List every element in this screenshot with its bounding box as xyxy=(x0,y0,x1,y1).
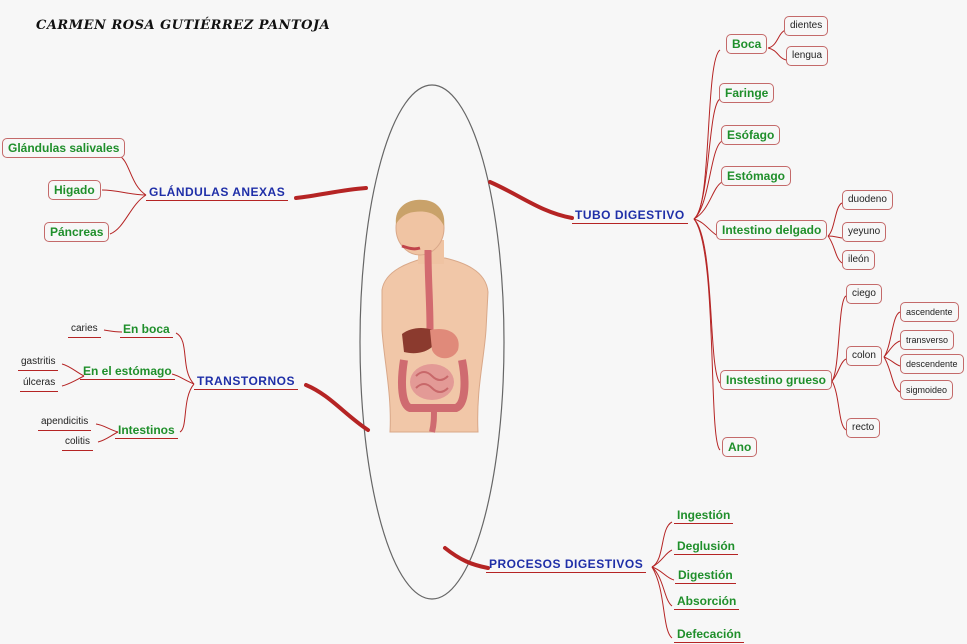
node-deglusion: Deglusión xyxy=(674,538,739,555)
node-sigmoideo: sigmoideo xyxy=(900,380,954,400)
node-esofago: Esófago xyxy=(721,125,781,145)
node-ulceras: úlceras xyxy=(20,375,59,392)
human-digestive-system-icon xyxy=(381,199,489,433)
node-yeyuno: yeyuno xyxy=(842,222,887,242)
node-dientes: dientes xyxy=(784,16,829,36)
node-estomago: Estómago xyxy=(721,166,792,186)
node-en-el-estomago: En el estómago xyxy=(80,363,175,380)
node-colon: colon xyxy=(846,346,882,366)
branch-lines xyxy=(61,29,901,639)
node-boca: Boca xyxy=(726,34,768,54)
node-caries: caries xyxy=(68,321,101,338)
node-ingestion: Ingestión xyxy=(674,507,734,524)
node-intestino-delgado: Intestino delgado xyxy=(716,220,828,240)
node-pancreas: Páncreas xyxy=(44,222,110,242)
node-apendicitis: apendicitis xyxy=(38,414,92,431)
node-descendente: descendente xyxy=(900,354,964,374)
node-transverso: transverso xyxy=(900,330,955,350)
node-ileon: ileón xyxy=(842,250,876,270)
topic-transtornos: TRANSTORNOS xyxy=(194,373,298,390)
node-duodeno: duodeno xyxy=(842,190,893,210)
node-en-boca: En boca xyxy=(120,321,173,338)
node-intestinos: Intestinos xyxy=(115,422,178,439)
node-intestino-grueso: Instestino grueso xyxy=(720,370,833,390)
node-gastritis: gastritis xyxy=(18,354,59,371)
node-glandulas-salivales: Glándulas salivales xyxy=(2,138,126,158)
author-name: CARMEN ROSA GUTIÉRREZ PANTOJA xyxy=(36,18,331,33)
node-absorcion: Absorción xyxy=(674,593,740,610)
node-digestion: Digestión xyxy=(675,567,736,584)
node-ano: Ano xyxy=(722,437,758,457)
node-ciego: ciego xyxy=(846,284,882,304)
node-recto: recto xyxy=(846,418,881,438)
node-ascendente: ascendente xyxy=(900,302,959,322)
topic-tubo-digestivo: TUBO DIGESTIVO xyxy=(572,207,688,224)
node-colitis: colitis xyxy=(62,434,94,451)
node-lengua: lengua xyxy=(786,46,829,66)
main-connectors xyxy=(294,180,574,570)
topic-procesos-digestivos: PROCESOS DIGESTIVOS xyxy=(486,556,647,573)
node-faringe: Faringe xyxy=(719,83,775,103)
node-higado: Higado xyxy=(48,180,101,200)
node-defecacion: Defecación xyxy=(674,626,745,643)
topic-glandulas-anexas: GLÁNDULAS ANEXAS xyxy=(146,184,289,201)
